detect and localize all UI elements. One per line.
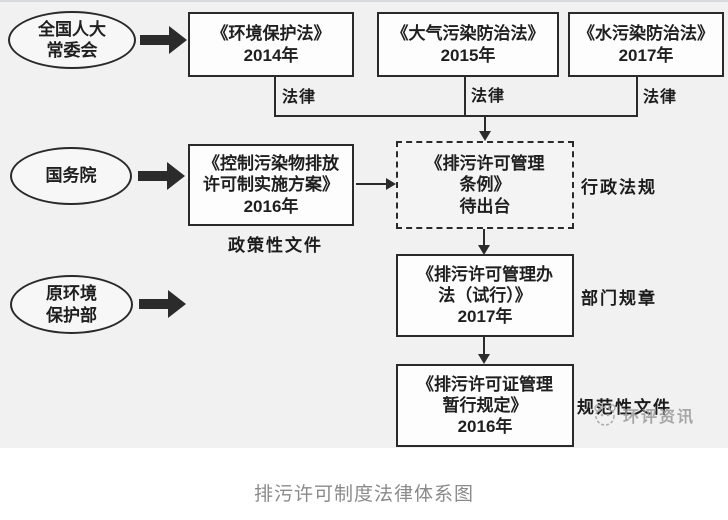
label-administrative-regulation: 行政法规: [581, 178, 657, 197]
connector-laws-bus: [274, 115, 638, 117]
block-arrow-state-council-icon: [138, 162, 185, 190]
actor-state-council: 国务院: [10, 147, 132, 205]
connector-regulation-to-measures: [483, 229, 485, 246]
connector-bus-to-regulation: [484, 115, 486, 132]
label-law-1: 法律: [282, 89, 317, 106]
label-normative-document: 规范性文件: [577, 398, 672, 417]
arrow-shaft: [139, 299, 168, 309]
arrowhead-plan-to-regulation-icon: [386, 178, 396, 190]
arrow-head: [168, 290, 186, 318]
label-law-3: 法律: [643, 89, 678, 106]
doc-box-interim-provisions: 《排污许可证管理 暂行规定》 2016年: [396, 364, 574, 447]
connector-law1-drop: [274, 77, 276, 117]
arrowhead-to-measures-icon: [478, 245, 490, 255]
arrow-head: [167, 162, 185, 190]
label-law-2: 法律: [471, 88, 506, 105]
arrow-head: [169, 26, 187, 54]
connector-law3-drop: [636, 77, 638, 117]
actor-npc-standing-committee: 全国人大 常委会: [8, 11, 136, 69]
arrowhead-to-regulation-icon: [479, 131, 491, 141]
doc-box-implementation-plan: 《控制污染物排放 许可制实施方案》 2016年: [188, 144, 354, 226]
actor-former-mep: 原环境 保护部: [10, 275, 133, 334]
watermark: 环评资讯: [592, 402, 695, 428]
panda-logo-icon: [594, 404, 616, 426]
law-box-air-pollution-control: 《大气污染防治法》 2015年: [377, 12, 559, 77]
diagram-caption: 排污许可制度法律体系图: [253, 484, 474, 505]
legal-system-diagram: 全国人大 常委会 国务院 原环境 保护部 《环境保护法》 2014年 《大气污染…: [0, 0, 728, 448]
connector-law2-drop: [464, 77, 466, 117]
block-arrow-npc-icon: [140, 26, 187, 54]
connector-measures-to-provisions: [483, 337, 485, 355]
arrowhead-to-provisions-icon: [478, 354, 490, 364]
arrow-shaft: [140, 35, 169, 45]
doc-box-management-regulation: 《排污许可管理 条例》 待出台: [396, 141, 574, 229]
label-department-rule: 部门规章: [581, 289, 657, 308]
connector-plan-to-regulation: [356, 183, 388, 185]
block-arrow-former-mep-icon: [139, 290, 186, 318]
watermark-text: 环评资讯: [623, 409, 696, 426]
doc-box-management-measures: 《排污许可管理办 法（试行）》 2017年: [396, 254, 574, 337]
law-box-environmental-protection: 《环境保护法》 2014年: [188, 12, 354, 77]
law-box-water-pollution-control: 《水污染防治法》 2017年: [568, 12, 724, 77]
label-policy-document: 政策性文件: [228, 236, 323, 255]
arrow-shaft: [138, 171, 167, 181]
